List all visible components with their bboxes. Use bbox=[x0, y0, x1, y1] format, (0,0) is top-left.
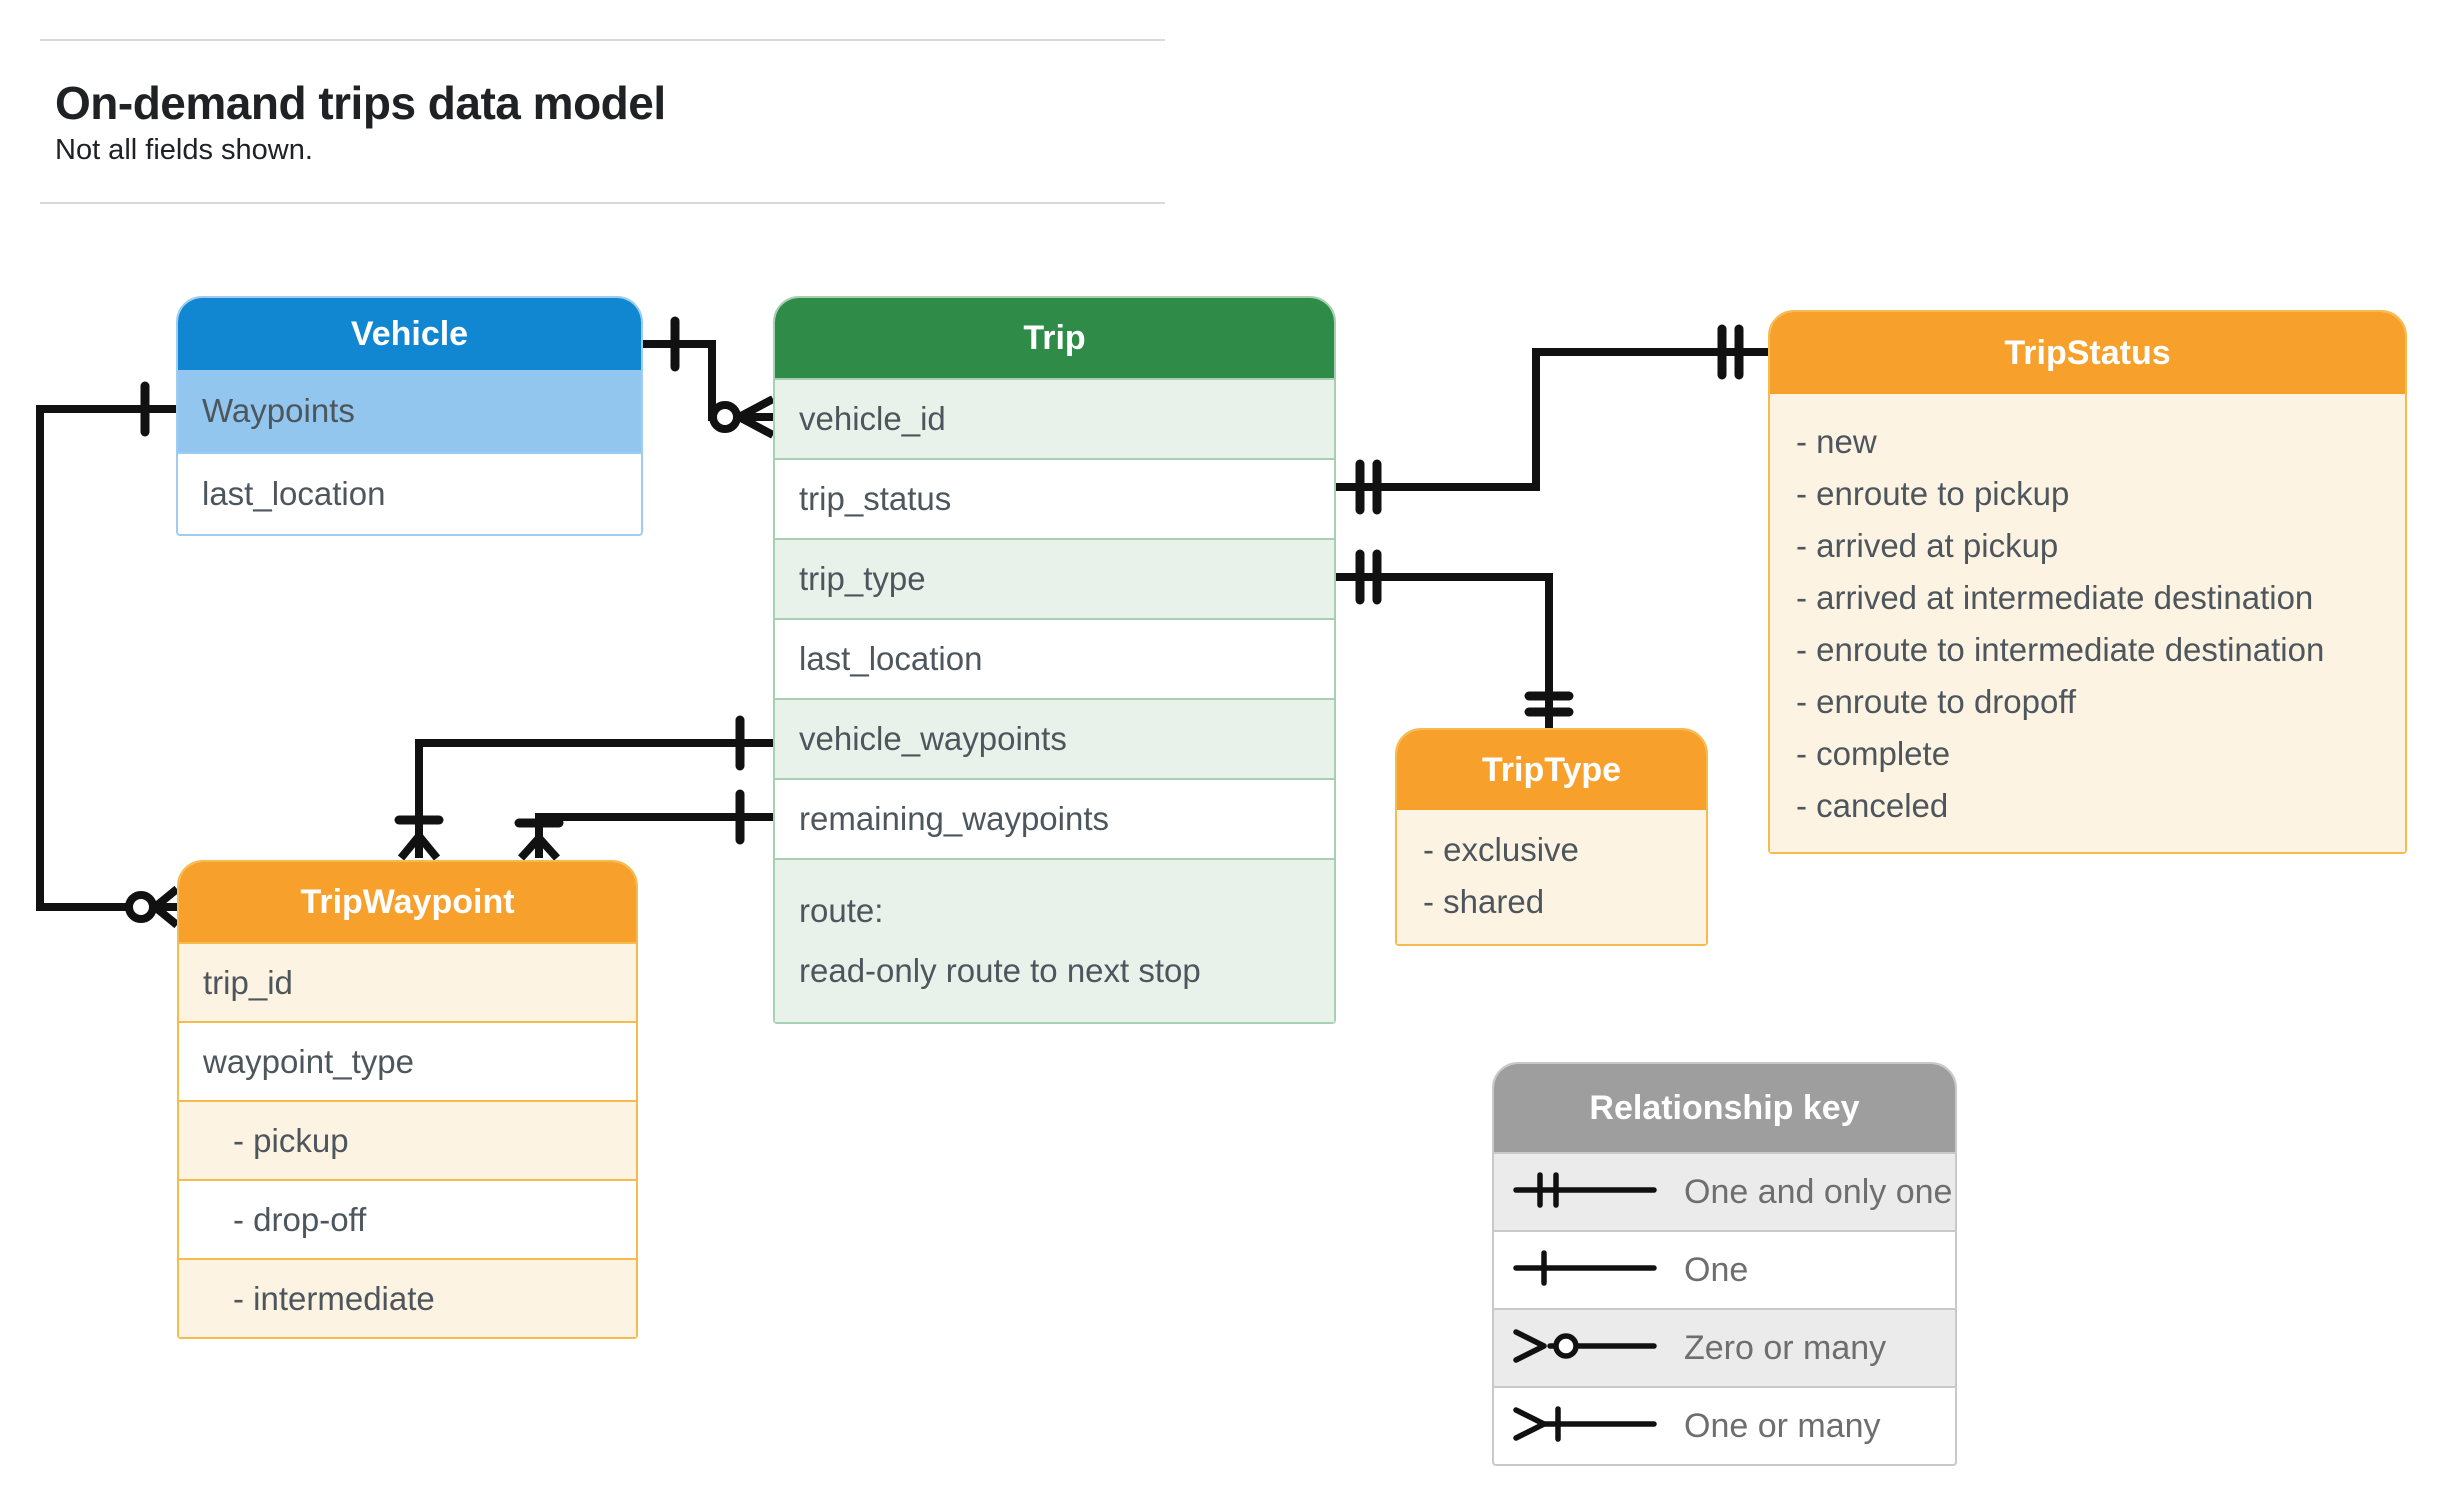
enum-value: - shared bbox=[1423, 883, 1545, 920]
connector-vehicle-waypoints-to-tripwaypoint bbox=[36, 381, 180, 929]
one-or-many-icon bbox=[1510, 1401, 1670, 1452]
page-subtitle: Not all fields shown. bbox=[55, 134, 313, 166]
connector-trip-status-to-tripstatus bbox=[1336, 324, 1768, 515]
enum-value: - complete bbox=[1796, 735, 1951, 772]
legend-row: One bbox=[1494, 1230, 1955, 1308]
legend-label: One or many bbox=[1684, 1406, 1881, 1445]
divider bbox=[40, 39, 1165, 41]
trip-type-table-title: TripType bbox=[1397, 730, 1706, 810]
enum-value: - enroute to dropoff bbox=[1796, 683, 2077, 720]
enum-value: - arrived at intermediate destination bbox=[1796, 579, 2314, 616]
connector-trip-remaining-waypoints-to-tripwaypoint bbox=[514, 789, 773, 861]
legend-label: One bbox=[1684, 1250, 1749, 1289]
relationship-key-title: Relationship key bbox=[1494, 1064, 1955, 1152]
one-icon bbox=[1510, 1245, 1670, 1296]
enum-values: - new - enroute to pickup - arrived at pic… bbox=[1770, 394, 2405, 852]
table-row: waypoint_type bbox=[179, 1021, 636, 1100]
trip-status-table-title: TripStatus bbox=[1770, 312, 2405, 394]
trip-type-values: - exclusive - shared bbox=[1397, 810, 1706, 944]
table-row: last_location bbox=[775, 618, 1334, 698]
zero-or-many-icon bbox=[1510, 1323, 1670, 1374]
divider bbox=[40, 202, 1165, 204]
table-row: trip_id bbox=[179, 942, 636, 1021]
legend-row: One or many bbox=[1494, 1386, 1955, 1464]
legend-row: Zero or many bbox=[1494, 1308, 1955, 1386]
table-row: - intermediate bbox=[179, 1258, 636, 1337]
legend-row: One and only one bbox=[1494, 1152, 1955, 1230]
trip-type-table: TripType - exclusive - shared bbox=[1395, 728, 1708, 946]
table-row: route:read-only route to next stop bbox=[775, 858, 1334, 1022]
trip-status-values: - new - enroute to pickup - arrived at pic… bbox=[1770, 394, 2405, 852]
enum-value: - canceled bbox=[1796, 787, 1949, 824]
trip-status-table: TripStatus - new - enroute to pickup - arr… bbox=[1768, 310, 2407, 854]
legend-label: One and only one bbox=[1684, 1172, 1953, 1211]
table-row: - drop-off bbox=[179, 1179, 636, 1258]
table-row: Waypoints bbox=[178, 370, 641, 452]
trip-waypoint-table-title: TripWaypoint bbox=[179, 862, 636, 942]
enum-value: - enroute to intermediate destination bbox=[1796, 631, 2325, 668]
table-row: - pickup bbox=[179, 1100, 636, 1179]
page-title: On-demand trips data model bbox=[55, 77, 666, 129]
table-row: trip_status bbox=[775, 458, 1334, 538]
table-row: trip_type bbox=[775, 538, 1334, 618]
table-row: vehicle_id bbox=[775, 378, 1334, 458]
enum-value: - enroute to pickup bbox=[1796, 475, 2070, 512]
legend-label: Zero or many bbox=[1684, 1328, 1887, 1367]
trip-table-title: Trip bbox=[775, 298, 1334, 378]
table-row: remaining_waypoints bbox=[775, 778, 1334, 858]
enum-value: - arrived at pickup bbox=[1796, 527, 2059, 564]
one-and-only-one-icon bbox=[1510, 1167, 1670, 1218]
enum-value: - exclusive bbox=[1423, 831, 1579, 868]
enum-value: - new bbox=[1796, 423, 1877, 460]
connector-vehicle-to-trip-vehicle-id bbox=[643, 316, 775, 439]
table-row: vehicle_waypoints bbox=[775, 698, 1334, 778]
table-row: last_location bbox=[178, 452, 641, 534]
vehicle-table-title: Vehicle bbox=[178, 298, 641, 370]
connector-trip-type-to-triptype bbox=[1336, 549, 1574, 728]
enum-values: - exclusive - shared bbox=[1397, 810, 1706, 944]
connector-trip-vehicle-waypoints-to-tripwaypoint bbox=[394, 715, 773, 861]
